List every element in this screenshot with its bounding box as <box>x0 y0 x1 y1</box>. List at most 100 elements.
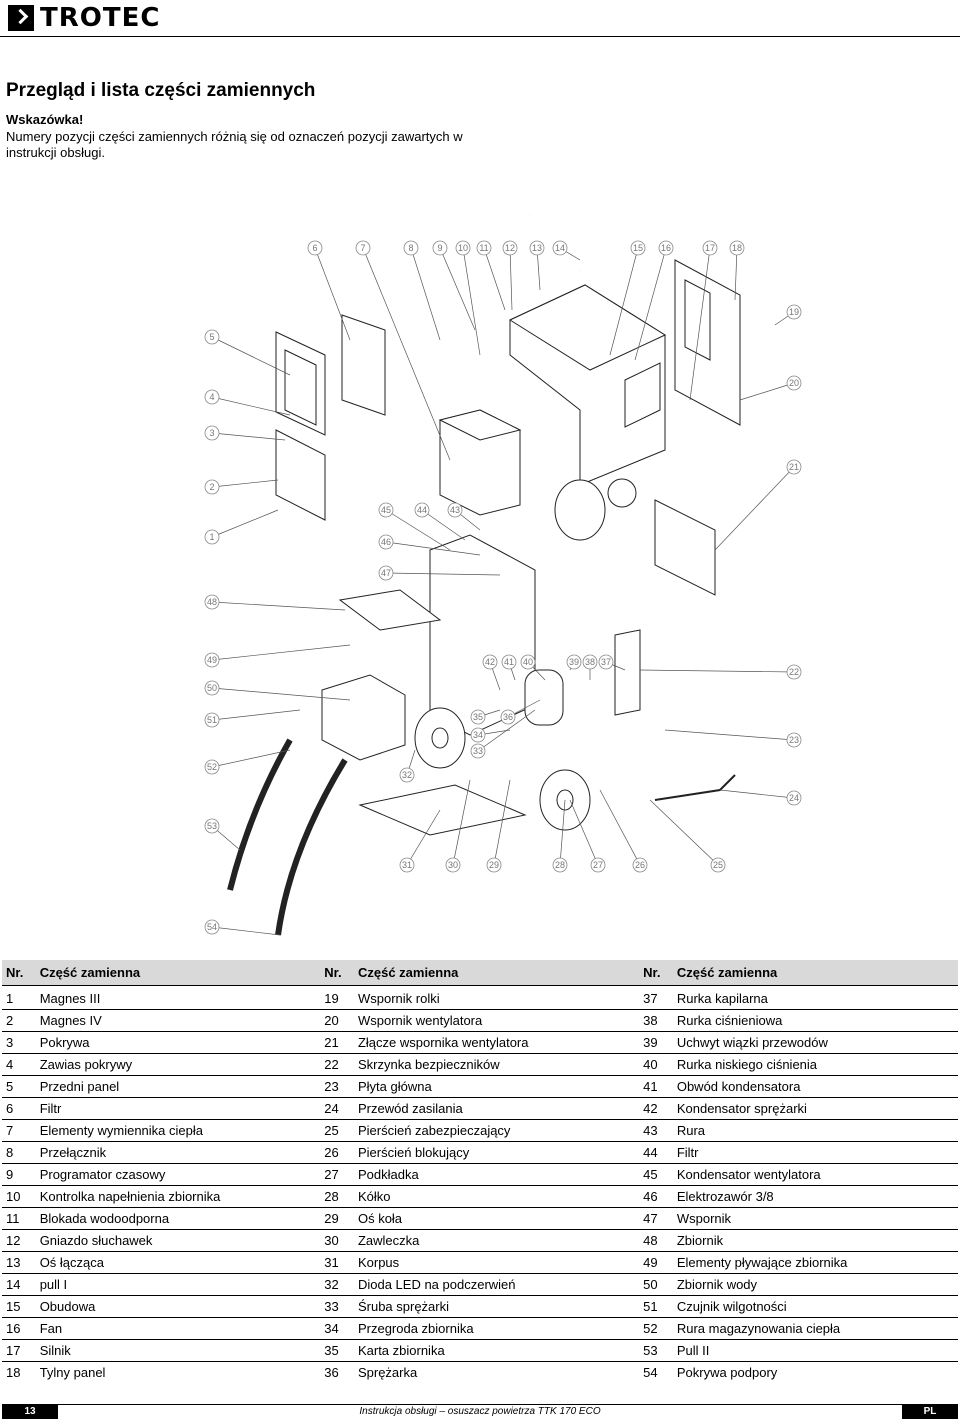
part-number: 38 <box>639 1009 673 1032</box>
callout-leader-line <box>714 466 795 551</box>
part-number: 11 <box>2 1207 36 1230</box>
callout-number: 30 <box>448 860 458 870</box>
callout-46: 46 <box>378 534 394 550</box>
callout-leader-line <box>439 247 476 331</box>
callout-leader-line <box>569 799 599 866</box>
callout-number: 18 <box>732 243 742 253</box>
callout-11: 11 <box>476 240 492 256</box>
callout-3: 3 <box>204 425 220 441</box>
callout-25: 25 <box>710 857 726 873</box>
callout-number: 9 <box>437 243 442 253</box>
callout-number: 38 <box>585 657 595 667</box>
part-number: 42 <box>639 1097 673 1120</box>
part-number: 12 <box>2 1229 36 1252</box>
callout-leader-line <box>211 749 291 768</box>
callout-5: 5 <box>204 329 220 345</box>
page-footer: 13 Instrukcja obsługi – osuszacz powietr… <box>2 1404 958 1419</box>
part-name: Filtr <box>35 1097 321 1120</box>
page-number: 13 <box>2 1405 58 1419</box>
part-number: 4 <box>2 1053 36 1076</box>
callout-number: 26 <box>635 860 645 870</box>
part-name: Gniazdo słuchawek <box>35 1229 321 1252</box>
callout-leader-line <box>385 541 481 556</box>
part-name: Karta zbiornika <box>353 1339 640 1362</box>
callout-42: 42 <box>482 654 498 670</box>
main-board-bracket-part <box>614 629 641 716</box>
callout-number: 16 <box>661 243 671 253</box>
callout-number: 10 <box>458 243 468 253</box>
part-name: Rurka kapilarna <box>672 985 958 1010</box>
base-part <box>358 784 527 836</box>
part-number: 30 <box>320 1229 354 1252</box>
brand-logo: TROTEC <box>8 4 160 32</box>
part-name: Wspornik wentylatora <box>353 1009 640 1032</box>
part-number: 8 <box>2 1141 36 1164</box>
motor-part <box>607 478 637 508</box>
callout-22: 22 <box>786 664 802 680</box>
callout-number: 14 <box>555 243 565 253</box>
callout-36: 36 <box>500 709 516 725</box>
brand-name: TROTEC <box>40 3 161 33</box>
part-name: Zbiornik wody <box>672 1273 958 1296</box>
part-number: 17 <box>2 1339 36 1362</box>
part-number: 26 <box>320 1141 354 1164</box>
callout-number: 27 <box>593 860 603 870</box>
part-number: 3 <box>2 1031 36 1054</box>
callout-number: 43 <box>450 505 460 515</box>
callout-49: 49 <box>204 652 220 668</box>
callout-number: 37 <box>601 657 611 667</box>
part-name: Rura magazynowania ciepła <box>672 1317 958 1340</box>
part-number: 37 <box>639 985 673 1010</box>
table-header-row: Nr. Część zamienna Nr. Część zamienna Nr… <box>2 960 958 986</box>
part-number: 1 <box>2 985 36 1010</box>
power-cord-part <box>654 774 736 801</box>
callout-number: 17 <box>705 243 715 253</box>
callout-7: 7 <box>355 240 371 256</box>
callout-number: 12 <box>505 243 515 253</box>
part-number: 23 <box>320 1075 354 1098</box>
part-name: Pokrywa <box>35 1031 321 1054</box>
part-name: Elektrozawór 3/8 <box>672 1185 958 1208</box>
part-number: 22 <box>320 1053 354 1076</box>
callout-35: 35 <box>470 709 486 725</box>
callout-21: 21 <box>786 459 802 475</box>
hose-part <box>227 738 293 891</box>
part-number: 9 <box>2 1163 36 1186</box>
col-name-header: Część zamienna <box>672 960 958 986</box>
callout-leader-line <box>689 247 711 401</box>
callout-leader-line <box>410 247 441 341</box>
callout-43: 43 <box>447 502 463 518</box>
callout-number: 22 <box>789 667 799 677</box>
part-name: Zbiornik <box>672 1229 958 1252</box>
part-number: 10 <box>2 1185 36 1208</box>
col-nr-header: Nr. <box>320 960 354 986</box>
part-number: 2 <box>2 1009 36 1032</box>
part-number: 47 <box>639 1207 673 1230</box>
callout-number: 49 <box>207 655 217 665</box>
callout-leader-line <box>406 809 441 866</box>
part-name: Obudowa <box>35 1295 321 1318</box>
callout-number: 47 <box>381 568 391 578</box>
part-name: Pokrywa podpory <box>672 1361 958 1383</box>
part-name: Zawias pokrywy <box>35 1053 321 1076</box>
callout-number: 24 <box>789 793 799 803</box>
callout-53: 53 <box>204 818 220 834</box>
callout-12: 12 <box>502 240 518 256</box>
callout-15: 15 <box>630 240 646 256</box>
part-name: Pierścień zabezpieczający <box>353 1119 640 1142</box>
col-name-header: Część zamienna <box>35 960 321 986</box>
part-number: 36 <box>320 1361 354 1383</box>
callout-6: 6 <box>307 240 323 256</box>
callout-leader-line <box>211 479 279 488</box>
part-name: Magnes IV <box>35 1009 321 1032</box>
part-number: 51 <box>639 1295 673 1318</box>
part-number: 28 <box>320 1185 354 1208</box>
callout-number: 21 <box>789 462 799 472</box>
callout-leader-line <box>493 779 511 866</box>
part-number: 25 <box>320 1119 354 1142</box>
